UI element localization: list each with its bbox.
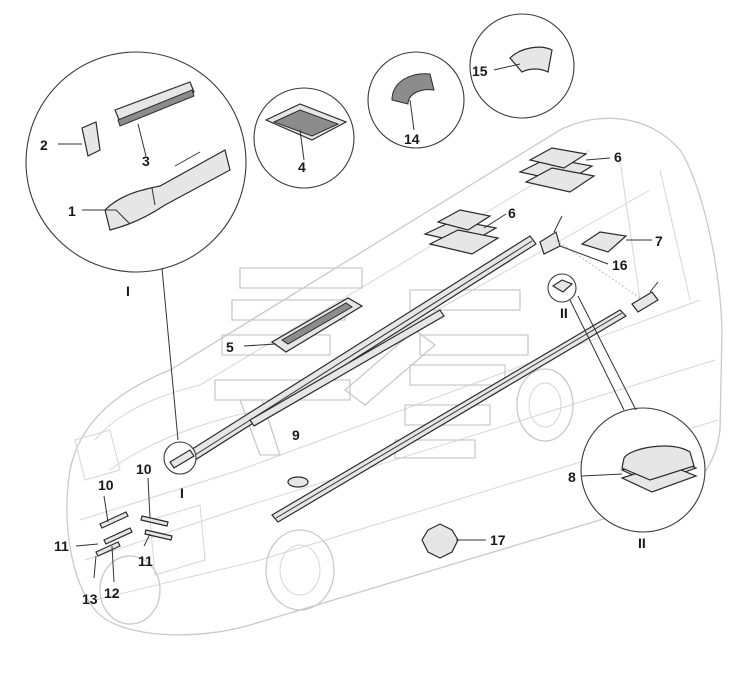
callout-12: 12: [104, 585, 120, 601]
parts-10-13-strips: [93, 511, 173, 579]
callout-15: 15: [472, 63, 488, 79]
callout-6-lower: 6: [508, 205, 516, 221]
strip-middle: [249, 309, 445, 427]
callout-11-right: 11: [138, 553, 153, 569]
callout-16: 16: [612, 257, 628, 273]
detail-14-circle: [367, 51, 465, 149]
detail-I-circle: [25, 51, 247, 273]
detail-connectors: [161, 267, 637, 441]
callout-17: 17: [490, 532, 506, 548]
detail-I-spot: [163, 441, 197, 475]
detail-I-ref: I: [180, 485, 184, 501]
callout-11-left: 11: [54, 538, 69, 554]
detail-II-ref: II: [560, 305, 568, 321]
callout-9: 9: [292, 427, 300, 443]
callout-5: 5: [226, 339, 234, 355]
part-5-trim: [270, 297, 364, 353]
callout-7: 7: [655, 233, 663, 249]
callout-2: 2: [40, 137, 48, 153]
part-6-vent-lower: [423, 209, 500, 255]
callout-14: 14: [404, 131, 420, 147]
part-6-vent-upper: [518, 147, 596, 193]
part-9-grommet: [287, 476, 309, 488]
callout-4: 4: [298, 159, 306, 175]
detail-II-label: II: [638, 535, 646, 551]
detail-II-spot: [547, 273, 577, 303]
callout-8: 8: [568, 469, 576, 485]
callout-13: 13: [82, 591, 98, 607]
callout-6-upper: 6: [614, 149, 622, 165]
part-17-cap: [421, 523, 459, 559]
callout-10-left: 10: [98, 477, 114, 493]
detail-15-circle: [469, 13, 575, 119]
detail-I-label: I: [126, 283, 130, 299]
part-7-pad: [580, 231, 628, 253]
bus-outline: [66, 117, 723, 636]
leader-lines: [58, 63, 652, 583]
long-rail-lower: [271, 309, 627, 523]
callout-3: 3: [142, 153, 150, 169]
detail-II-circle: [580, 407, 706, 533]
callout-1: 1: [68, 203, 76, 219]
detail-4-circle: [253, 87, 355, 189]
watermark-logo: [214, 267, 529, 459]
callout-labels: 1 2 3 4 5 6 6 7 8 9 10 10 11 11 12 13 14…: [40, 63, 663, 607]
callout-10-right: 10: [136, 461, 152, 477]
